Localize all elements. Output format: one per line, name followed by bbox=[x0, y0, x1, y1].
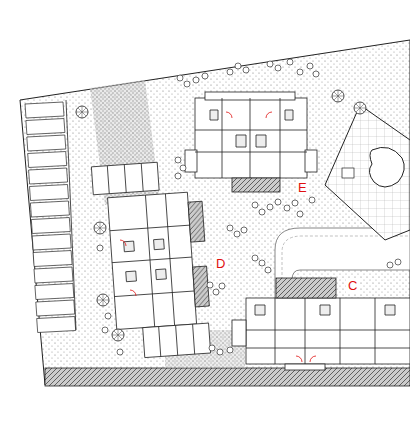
parking-space bbox=[30, 185, 69, 201]
shrub-symbol bbox=[193, 77, 199, 83]
shrub-symbol bbox=[252, 202, 258, 208]
building-letter: C bbox=[346, 278, 359, 293]
parking-space bbox=[34, 267, 73, 283]
shrub-symbol bbox=[217, 349, 223, 355]
parking-space bbox=[30, 201, 69, 217]
parking-space bbox=[29, 168, 68, 184]
parking-space bbox=[36, 300, 75, 316]
shrub-symbol bbox=[275, 199, 281, 205]
shrub-symbol bbox=[395, 259, 401, 265]
shrub-symbol bbox=[175, 157, 181, 163]
parking-space bbox=[25, 102, 64, 118]
shrub-symbol bbox=[259, 209, 265, 215]
shrub-symbol bbox=[259, 260, 265, 266]
parking-space bbox=[33, 251, 72, 267]
shrub-symbol bbox=[265, 267, 271, 273]
parking-space bbox=[31, 218, 70, 234]
shrub-symbol bbox=[177, 75, 183, 81]
shrub-symbol bbox=[313, 71, 319, 77]
shrub-symbol bbox=[207, 282, 213, 288]
shrub-symbol bbox=[102, 327, 108, 333]
shrub-symbol bbox=[297, 69, 303, 75]
shrub-symbol bbox=[180, 165, 186, 171]
shrub-symbol bbox=[309, 197, 315, 203]
shrub-symbol bbox=[387, 262, 393, 268]
shrub-symbol bbox=[235, 63, 241, 69]
shrub-symbol bbox=[243, 67, 249, 73]
shrub-symbol bbox=[227, 69, 233, 75]
parking-space bbox=[35, 284, 74, 300]
shrub-symbol bbox=[292, 200, 298, 206]
shrub-symbol bbox=[275, 65, 281, 71]
tree-symbol bbox=[354, 102, 366, 114]
parking-space bbox=[28, 152, 67, 168]
tree-symbol bbox=[97, 294, 109, 306]
shrub-symbol bbox=[307, 63, 313, 69]
shrub-symbol bbox=[209, 345, 215, 351]
building-letter: E bbox=[296, 180, 309, 195]
shrub-symbol bbox=[297, 211, 303, 217]
shrub-symbol bbox=[287, 59, 293, 65]
shrub-symbol bbox=[175, 173, 181, 179]
building-letter: D bbox=[214, 256, 227, 271]
shrub-symbol bbox=[252, 255, 258, 261]
shrub-symbol bbox=[219, 283, 225, 289]
shrub-symbol bbox=[97, 245, 103, 251]
shrub-symbol bbox=[267, 61, 273, 67]
shrub-symbol bbox=[234, 231, 240, 237]
tree-symbol bbox=[332, 90, 344, 102]
shrub-symbol bbox=[184, 81, 190, 87]
shrub-symbol bbox=[241, 227, 247, 233]
tree-symbol bbox=[76, 106, 88, 118]
shrub-symbol bbox=[284, 205, 290, 211]
parking-space bbox=[26, 119, 65, 135]
shrub-symbol bbox=[227, 347, 233, 353]
shrub-symbol bbox=[105, 313, 111, 319]
parking-space bbox=[27, 135, 66, 151]
shrub-symbol bbox=[267, 204, 273, 210]
parking-space bbox=[37, 317, 76, 333]
shrub-symbol bbox=[227, 225, 233, 231]
shrub-symbol bbox=[117, 349, 123, 355]
tree-symbol bbox=[94, 222, 106, 234]
shrub-symbol bbox=[213, 289, 219, 295]
tree-symbol bbox=[112, 329, 124, 341]
parking-space bbox=[32, 234, 71, 250]
shrub-symbol bbox=[202, 73, 208, 79]
